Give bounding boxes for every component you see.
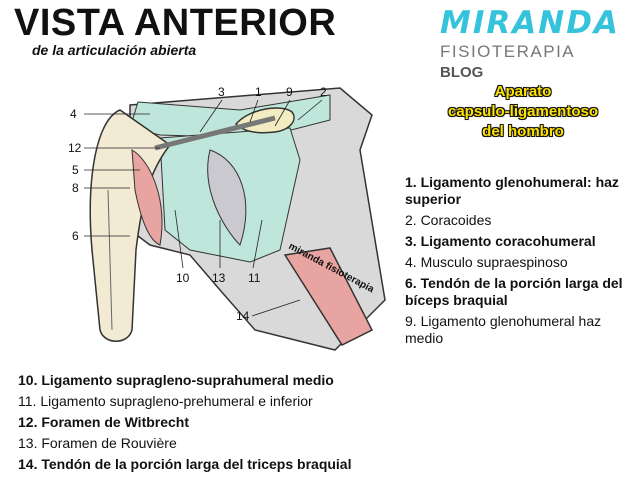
brand-subtitle: FISIOTERAPIA BLOG [440, 42, 620, 82]
topic-heading: Aparato capsulo-ligamentoso del hombro [428, 82, 618, 142]
callout-11: 11 [248, 271, 261, 285]
legend-item-3: 3. Ligamento coracohumeral [405, 233, 596, 249]
callout-9: 9 [286, 85, 293, 99]
brand-logo: MIRANDA FISIOTERAPIA BLOG [440, 6, 620, 82]
humerus-shaft-line [107, 189, 113, 331]
callout-3: 3 [218, 85, 225, 99]
legend-item-9: 9. Ligamento glenohumeral haz medio [405, 313, 602, 346]
triceps-tendon [283, 247, 374, 346]
legend-item-1: 1. Ligamento glenohumeral: haz superior [405, 174, 619, 207]
legend-item-2: 2. Coracoides [405, 212, 492, 228]
callout-12: 12 [68, 141, 82, 155]
legend-item-13: 13. Foramen de Rouvière [18, 435, 177, 451]
legend-right: 1. Ligamento glenohumeral: haz superior … [405, 174, 627, 351]
page-title: VISTA ANTERIOR [14, 2, 337, 44]
legend-item-11: 11. Ligamento supragleno-prehumeral e in… [18, 393, 313, 409]
page-subtitle: de la articulación abierta [32, 42, 197, 58]
brand-blog-text: BLOG [440, 64, 484, 81]
legend-item-4: 4. Musculo supraespinoso [405, 254, 568, 270]
brand-name: MIRANDA [440, 5, 620, 41]
callout-2: 2 [320, 85, 327, 99]
legend-bottom: 10. Ligamento supragleno-suprahumeral me… [18, 372, 438, 477]
callout-4: 4 [70, 107, 77, 121]
biceps-tendon [154, 115, 276, 151]
callout-13: 13 [212, 271, 226, 285]
legend-item-6: 6. Tendón de la porción larga del bíceps… [405, 275, 623, 308]
callout-14: 14 [236, 309, 250, 323]
leader-lines [84, 99, 323, 317]
shoulder-diagram: miranda fisioterapia 4 12 5 8 6 3 1 9 2 … [68, 85, 386, 351]
topic-line-3: del hombro [482, 123, 564, 140]
glenoid-surface [207, 149, 247, 246]
callout-8: 8 [72, 181, 79, 195]
topic-line-2: capsulo-ligamentoso [447, 103, 599, 120]
callout-1: 1 [255, 85, 262, 99]
brand-sub-text: FISIOTERAPIA [440, 42, 575, 61]
callout-10: 10 [176, 271, 190, 285]
legend-item-14: 14. Tendón de la porción larga del trice… [18, 456, 352, 472]
callout-5: 5 [72, 163, 79, 177]
callout-6: 6 [72, 229, 79, 243]
biceps-muscle [131, 149, 163, 246]
topic-line-1: Aparato [494, 83, 552, 100]
legend-item-10: 10. Ligamento supragleno-suprahumeral me… [18, 372, 334, 388]
legend-item-12: 12. Foramen de Witbrecht [18, 414, 190, 430]
